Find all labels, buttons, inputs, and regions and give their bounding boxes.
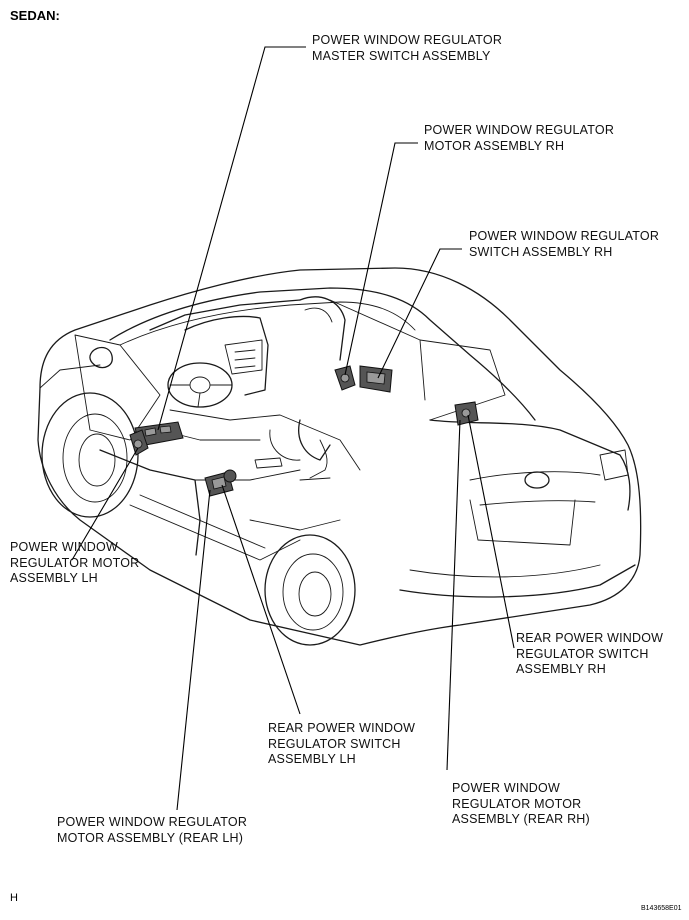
leader-motor-rear-lh bbox=[176, 489, 211, 811]
motor-rh-part bbox=[334, 365, 356, 391]
label-line: ASSEMBLY RH bbox=[516, 662, 606, 676]
motor-lh-part bbox=[129, 429, 149, 456]
label-line: REGULATOR MOTOR bbox=[10, 555, 140, 570]
leader-master-switch bbox=[157, 46, 306, 431]
label-line: REAR POWER WINDOW bbox=[268, 721, 416, 735]
label-motor-lh: POWER WINDOW REGULATOR MOTOR ASSEMBLY LH bbox=[10, 540, 139, 587]
figure-code: B143658E01 bbox=[641, 905, 682, 912]
leader-lines bbox=[71, 46, 515, 811]
label-line: MASTER SWITCH ASSEMBLY bbox=[312, 48, 491, 63]
label-line: POWER WINDOW REGULATOR bbox=[424, 123, 615, 137]
label-line: POWER WINDOW bbox=[10, 540, 118, 554]
label-line: ASSEMBLY LH bbox=[268, 752, 356, 766]
label-master-switch: POWER WINDOW REGULATOR MASTER SWITCH ASS… bbox=[312, 33, 502, 64]
label-line: POWER WINDOW REGULATOR bbox=[469, 229, 660, 243]
label-line: SWITCH ASSEMBLY RH bbox=[469, 244, 613, 259]
leader-motor-rear-rh bbox=[446, 419, 461, 771]
label-line: REGULATOR SWITCH bbox=[268, 736, 401, 751]
label-line: POWER WINDOW REGULATOR bbox=[312, 33, 503, 47]
rear-switch-rh-part bbox=[454, 401, 479, 426]
label-rear-switch-rh: REAR POWER WINDOW REGULATOR SWITCH ASSEM… bbox=[516, 631, 663, 678]
label-line: POWER WINDOW bbox=[452, 781, 560, 795]
leader-switch-rh bbox=[377, 248, 462, 379]
sedan-body-drawing bbox=[37, 267, 642, 646]
label-line: REGULATOR SWITCH bbox=[516, 646, 649, 661]
leader-motor-rh bbox=[344, 142, 418, 376]
label-line: REGULATOR MOTOR bbox=[452, 796, 582, 811]
footer-letter: H bbox=[10, 892, 18, 904]
label-line: ASSEMBLY (REAR RH) bbox=[452, 812, 590, 826]
figure-heading: SEDAN: bbox=[10, 8, 60, 23]
leader-motor-lh bbox=[71, 447, 139, 561]
master-switch-part bbox=[134, 421, 184, 447]
leader-rear-switch-lh bbox=[221, 484, 301, 715]
label-motor-rh: POWER WINDOW REGULATOR MOTOR ASSEMBLY RH bbox=[424, 123, 614, 154]
label-line: ASSEMBLY LH bbox=[10, 571, 98, 585]
label-motor-rear-rh: POWER WINDOW REGULATOR MOTOR ASSEMBLY (R… bbox=[452, 781, 590, 828]
switch-rh-part bbox=[359, 365, 393, 393]
label-line: MOTOR ASSEMBLY (REAR LH) bbox=[57, 830, 244, 845]
label-line: REAR POWER WINDOW bbox=[516, 631, 664, 645]
label-line: POWER WINDOW REGULATOR bbox=[57, 815, 248, 829]
label-rear-switch-lh: REAR POWER WINDOW REGULATOR SWITCH ASSEM… bbox=[268, 721, 415, 768]
label-motor-rear-lh: POWER WINDOW REGULATOR MOTOR ASSEMBLY (R… bbox=[57, 815, 247, 846]
label-switch-rh: POWER WINDOW REGULATOR SWITCH ASSEMBLY R… bbox=[469, 229, 659, 260]
label-line: MOTOR ASSEMBLY RH bbox=[424, 138, 565, 153]
leader-rear-switch-rh bbox=[467, 414, 515, 649]
motor-rear-lh-part bbox=[223, 469, 237, 483]
